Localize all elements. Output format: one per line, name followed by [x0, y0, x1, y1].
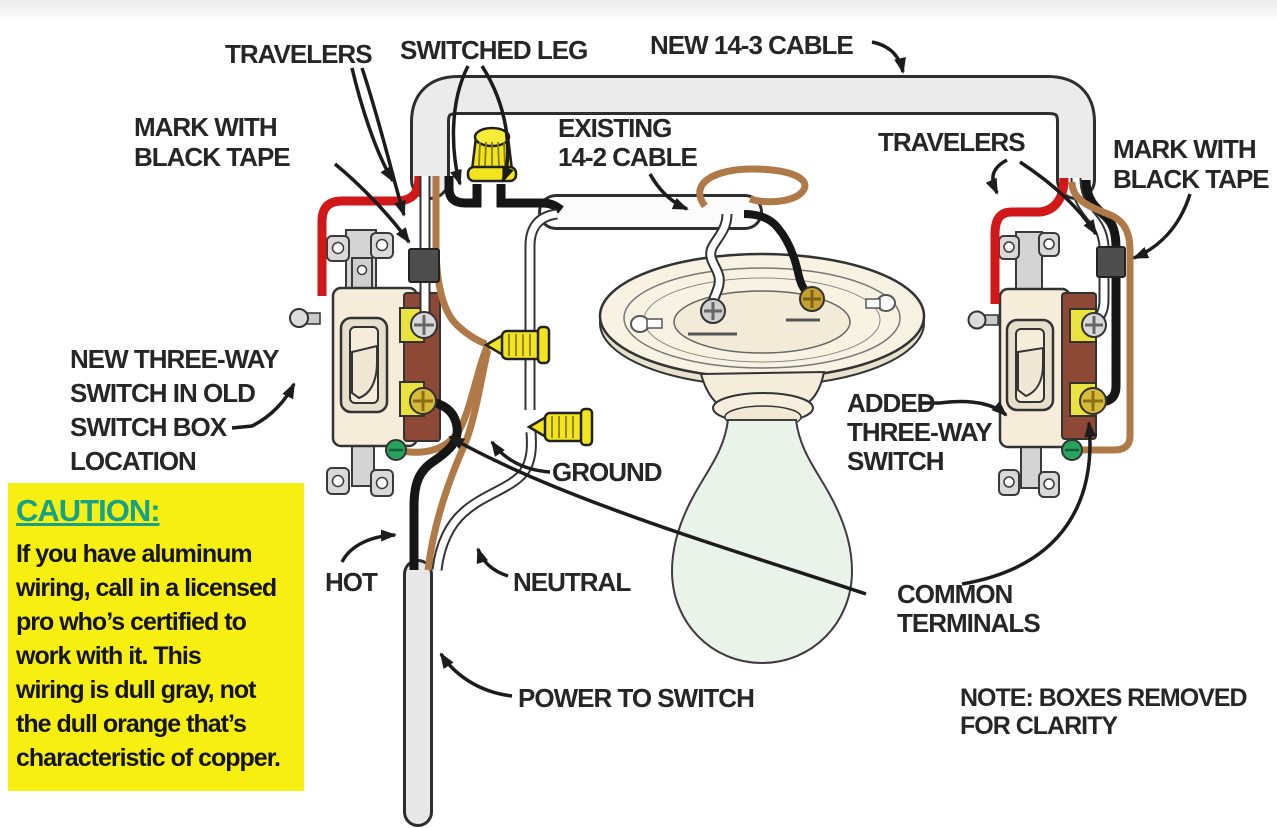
mounting-screw	[289, 308, 321, 328]
wire-nut-neutral	[526, 407, 594, 447]
label-new-14-3-cable: NEW 14-3 CABLE	[650, 30, 854, 60]
leader-arrows	[231, 40, 1192, 698]
label-power-to-switch: POWER TO SWITCH	[518, 683, 755, 713]
mounting-screw	[967, 310, 999, 330]
label-added-switch: ADDED THREE-WAY SWITCH	[847, 388, 993, 476]
label-new-switch: NEW THREE-WAY SWITCH IN OLD SWITCH BOX L…	[70, 344, 279, 476]
toggle-lever	[1005, 318, 1055, 412]
black-tape-right	[1096, 246, 1126, 278]
label-existing-cable: EXISTING 14-2 CABLE	[558, 113, 698, 172]
black-tape-left	[408, 248, 440, 283]
top-gradient-strip	[0, 0, 1277, 22]
ground-wire-curl	[696, 165, 809, 209]
caution-body: If you have aluminum wiring, call in a l…	[16, 540, 281, 772]
wires	[317, 175, 1134, 571]
fixture-white-lead	[707, 213, 731, 307]
label-note: NOTE: BOXES REMOVED FOR CLARITY	[960, 684, 1248, 740]
label-hot: HOT	[325, 567, 378, 597]
label-travelers-right: TRAVELERS	[878, 127, 1026, 157]
caution-box: CAUTION: If you have aluminum wiring, ca…	[8, 483, 304, 791]
keyhole-slots	[630, 294, 896, 333]
label-mark-tape-left: MARK WITH BLACK TAPE	[134, 112, 291, 172]
ground-right	[1068, 181, 1134, 454]
fixture-black-lead	[743, 210, 815, 300]
wire-nut-ground	[483, 325, 551, 365]
caution-title: CAUTION:	[16, 493, 161, 528]
new-14-3-cable	[410, 75, 1096, 200]
toggle-lever	[339, 316, 389, 414]
label-travelers-left: TRAVELERS	[225, 39, 373, 69]
light-fixture	[598, 252, 926, 665]
label-common-terminals: COMMON TERMINALS	[897, 579, 1041, 638]
terminal-screws	[385, 286, 1107, 461]
switched-leg-black	[444, 176, 482, 208]
label-mark-tape-right: MARK WITH BLACK TAPE	[1113, 134, 1270, 194]
label-ground: GROUND	[552, 457, 663, 487]
light-bulb	[670, 419, 854, 665]
neutral-from-power	[433, 431, 535, 571]
label-neutral: NEUTRAL	[513, 567, 631, 597]
red-traveler-left	[317, 175, 424, 296]
neutral-from-fixture	[526, 210, 558, 410]
label-switched-leg: SWITCHED LEG	[400, 35, 588, 65]
